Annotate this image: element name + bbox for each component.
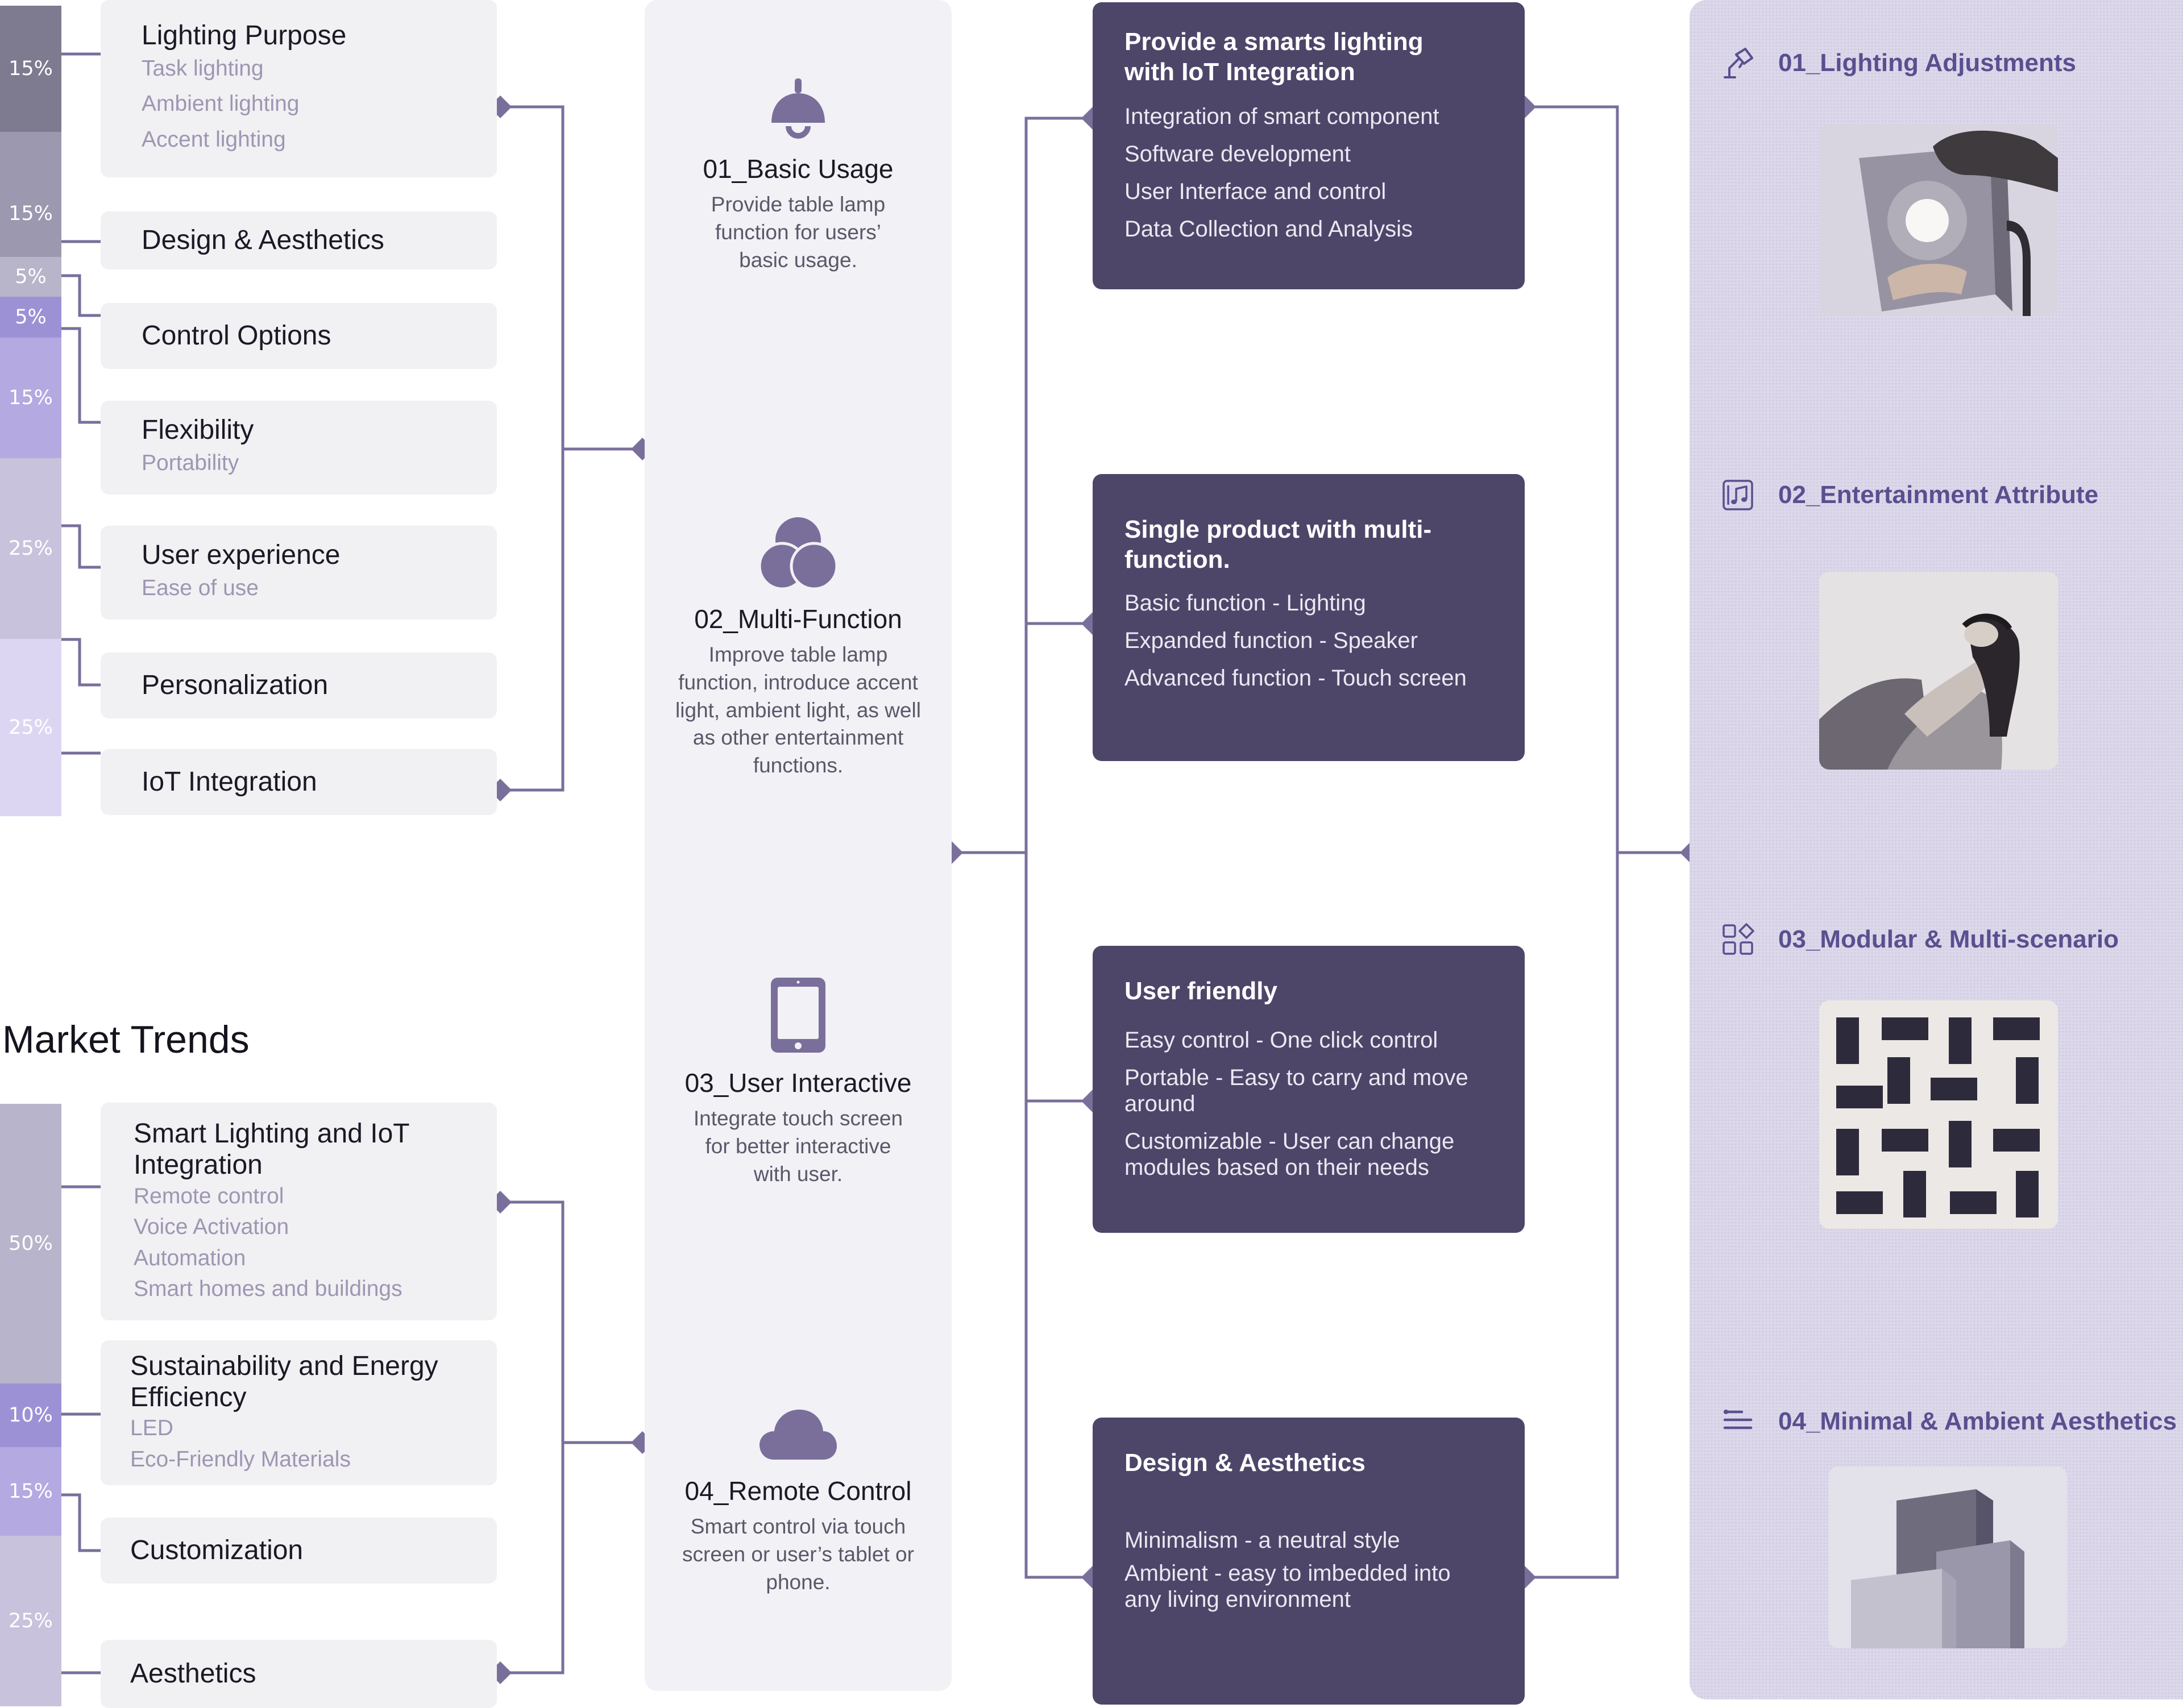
function-item-user-interactive: 03_User Interactive Integrate touch scre…	[645, 976, 952, 1188]
solution-item: Advanced function - Touch screen	[1124, 665, 1467, 691]
card-subitem: Accent lighting	[142, 127, 286, 152]
function-title: 03_User Interactive	[684, 1068, 912, 1098]
solution-item: Software development	[1124, 141, 1351, 167]
entertainment-image	[1819, 572, 2058, 770]
solution-item: User Interface and control	[1124, 178, 1387, 204]
solution-item: Data Collection and Analysis	[1124, 216, 1413, 242]
solution-item: Easy control - One click control	[1124, 1027, 1438, 1053]
card-title: User experience	[142, 539, 341, 570]
percentage-strip: 5%	[0, 297, 61, 338]
card-title: Flexibility	[142, 414, 254, 445]
modular-image	[1819, 1000, 2058, 1229]
function-title: 04_Remote Control	[684, 1476, 912, 1506]
trend-card-sustainability: Sustainability and Energy Efficiency LED…	[101, 1340, 497, 1485]
feature-title: 01_Lighting Adjustments	[1778, 49, 2076, 77]
feature-title: 04_Minimal & Ambient Aesthetics	[1778, 1407, 2177, 1435]
solution-item: Customizable - User can change modules b…	[1124, 1128, 1455, 1180]
card-subitem: Ambient lighting	[142, 92, 300, 117]
solution-item: Portable - Easy to carry and move around	[1124, 1065, 1468, 1116]
percentage-strip: 10%	[0, 1383, 61, 1447]
modules-icon	[1723, 923, 1754, 955]
requirement-card-user-experience: User experience Ease of use	[101, 526, 497, 620]
solution-title: Single product with multi-function.	[1124, 516, 1432, 574]
desk-lamp-icon	[1724, 48, 1753, 78]
percentage-strip: 50%	[0, 1104, 61, 1383]
card-subitem: Portability	[142, 450, 239, 475]
solution-card-user-friendly: User friendly Easy control - One click c…	[1093, 946, 1525, 1233]
function-title: 01_Basic Usage	[703, 154, 894, 184]
percentage-strip: 15%	[0, 338, 61, 458]
card-title: Design & Aesthetics	[142, 225, 384, 256]
percentage-strip: 5%	[0, 257, 61, 297]
tablet-icon	[771, 978, 825, 1053]
solution-item: Expanded function - Speaker	[1124, 627, 1418, 653]
solution-title: User friendly	[1124, 977, 1277, 1005]
solution-card-iot: Provide a smarts lighting with IoT Integ…	[1093, 2, 1525, 289]
requirement-card-design-aesthetics: Design & Aesthetics	[101, 211, 497, 269]
market-trends-title: Market Trends	[2, 1018, 250, 1061]
percentage-strip: 25%	[0, 458, 61, 639]
trend-card-customization: Customization	[101, 1518, 497, 1584]
minimal-aesthetics-image	[1828, 1466, 2067, 1648]
solution-item: Basic function - Lighting	[1124, 590, 1366, 616]
card-title: Customization	[130, 1535, 304, 1566]
requirement-card-iot-integration: IoT Integration	[101, 749, 497, 815]
lines-icon	[1723, 1410, 1753, 1429]
card-subitem: Ease of use	[142, 575, 259, 600]
cloud-icon	[760, 1410, 837, 1460]
requirement-card-flexibility: Flexibility Portability	[101, 401, 497, 494]
circles-icon	[758, 517, 838, 590]
card-title: Aesthetics	[130, 1659, 256, 1689]
function-desc: Improve table lamp function, introduce a…	[675, 643, 921, 778]
music-note-icon	[1723, 480, 1753, 510]
card-title: Personalization	[142, 670, 329, 701]
feature-title: 02_Entertainment Attribute	[1778, 481, 2099, 509]
card-subitem: Eco-Friendly Materials	[130, 1447, 351, 1472]
function-desc: Smart control via touch screen or user’s…	[682, 1515, 914, 1594]
card-title: Sustainability and Energy Efficiency	[130, 1350, 438, 1412]
solution-item: Integration of smart component	[1124, 103, 1439, 129]
requirement-card-lighting-purpose: Lighting Purpose Task lighting Ambient l…	[101, 0, 497, 177]
card-subitem: Task lighting	[142, 56, 264, 81]
percentage-strip: 15%	[0, 6, 61, 132]
card-subitem: LED	[130, 1416, 173, 1441]
function-item-remote-control: 04_Remote Control Smart control via touc…	[645, 1407, 952, 1596]
percentage-strip: 15%	[0, 1447, 61, 1536]
card-title: IoT Integration	[142, 767, 317, 797]
percentage-strip: 25%	[0, 1536, 61, 1706]
trend-card-aesthetics: Aesthetics	[101, 1640, 497, 1708]
functions-column	[645, 0, 952, 1691]
percentage-strip: 25%	[0, 639, 61, 816]
function-desc: Provide table lamp function for users’ b…	[711, 193, 886, 272]
requirement-card-personalization: Personalization	[101, 653, 497, 718]
function-title: 02_Multi-Function	[694, 604, 902, 634]
card-title: Smart Lighting and IoT Integration	[134, 1119, 409, 1181]
card-subitem: Remote control	[134, 1183, 284, 1208]
solution-item: Minimalism - a neutral style	[1124, 1527, 1400, 1553]
card-subitem: Smart homes and buildings	[134, 1277, 402, 1302]
feature-title: 03_Modular & Multi-scenario	[1778, 925, 2119, 953]
trend-card-smart-lighting: Smart Lighting and IoT Integration Remot…	[101, 1103, 497, 1320]
function-item-multi-function: 02_Multi-Function Improve table lamp fun…	[645, 516, 952, 780]
function-item-basic-usage: 01_Basic Usage Provide table lamp functi…	[645, 78, 952, 274]
function-desc: Integrate touch screen for better intera…	[693, 1107, 903, 1186]
lamp-icon	[771, 78, 825, 139]
requirement-card-control-options: Control Options	[101, 303, 497, 369]
solution-card-multi-function: Single product with multi-function. Basi…	[1093, 474, 1525, 761]
solution-card-design-aesthetics: Design & Aesthetics Minimalism - a neutr…	[1093, 1418, 1525, 1705]
card-subitem: Automation	[134, 1245, 246, 1270]
card-subitem: Voice Activation	[134, 1215, 289, 1240]
lighting-adjustment-image	[1819, 124, 2058, 316]
card-title: Lighting Purpose	[142, 20, 347, 51]
solution-item: Ambient - easy to imbedded into any livi…	[1124, 1560, 1451, 1612]
card-title: Control Options	[142, 321, 331, 351]
solution-title: Provide a smarts lighting with IoT Integ…	[1124, 28, 1423, 86]
solution-title: Design & Aesthetics	[1124, 1449, 1366, 1477]
